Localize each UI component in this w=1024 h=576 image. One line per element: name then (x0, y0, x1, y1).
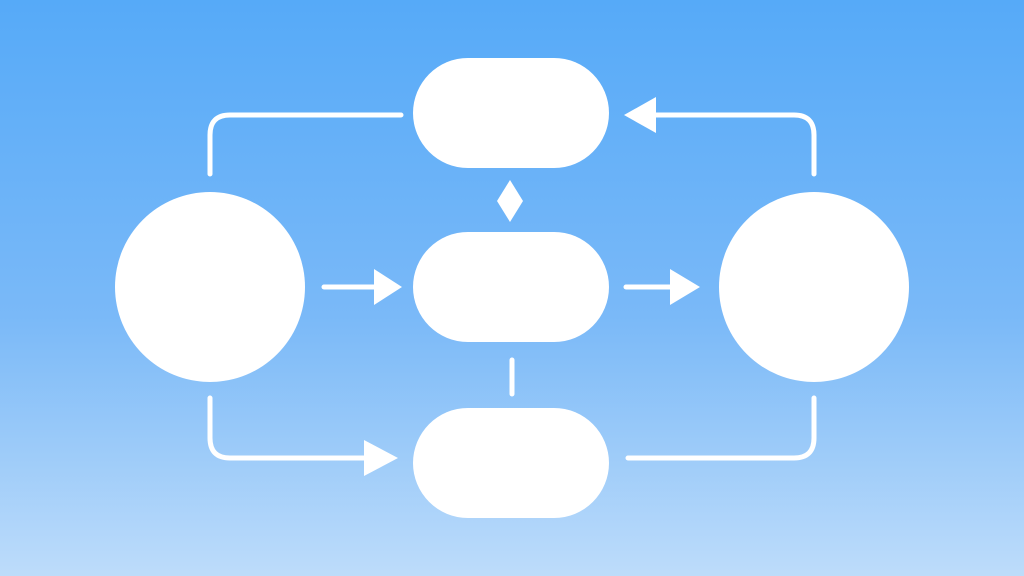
left-circle-node (115, 192, 305, 382)
connector-left-to-bottom (207, 395, 371, 461)
diamond-icon (497, 180, 523, 222)
arrowhead-right-icon (374, 269, 402, 305)
middle-pill-node (413, 232, 609, 342)
bottom-pill-node (413, 408, 609, 518)
connector-right-to-top (647, 112, 817, 177)
arrowhead-right-icon (364, 440, 398, 476)
connector-right-to-bottom (625, 395, 817, 461)
right-circle-node (719, 192, 909, 382)
arrowhead-right-icon (670, 269, 700, 305)
top-pill-node (413, 58, 609, 168)
connector-left-to-top (207, 112, 404, 177)
arrowhead-left-icon (624, 97, 656, 133)
